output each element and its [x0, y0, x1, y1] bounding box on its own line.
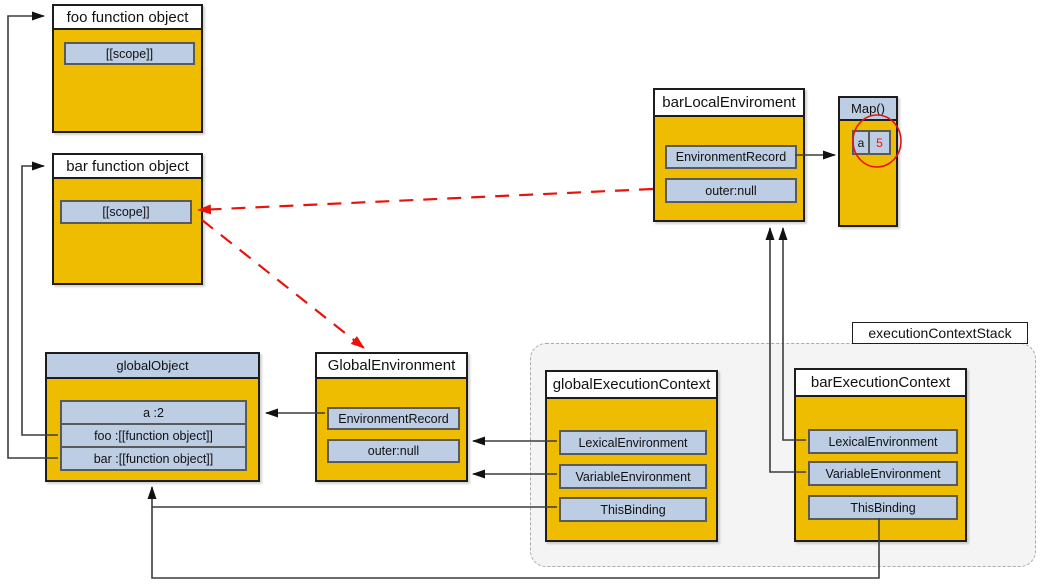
bar-scope-cell: [[scope]] [60, 200, 192, 224]
arrow-globalec-thisbinding-to-globalobject [147, 486, 557, 508]
global-ec-variable-environment-cell: VariableEnvironment [559, 464, 707, 489]
global-object-row-bar: bar :[[function object]] [60, 446, 247, 471]
global-object-rows: a :2 foo :[[function object]] bar :[[fun… [60, 400, 247, 471]
global-object-row-a: a :2 [60, 400, 247, 425]
global-environment-record-cell: EnvironmentRecord [327, 407, 460, 430]
global-execution-context-node: globalExecutionContext LexicalEnvironmen… [545, 370, 718, 542]
map-entry-key: a [852, 130, 870, 155]
execution-context-stack-label-text: executionContextStack [868, 325, 1012, 341]
bar-ec-variable-environment-cell: VariableEnvironment [808, 461, 958, 486]
map-node: Map() a 5 [838, 96, 898, 227]
global-object-title: globalObject [47, 354, 258, 379]
bar-execution-context-node: barExecutionContext LexicalEnvironment V… [794, 368, 967, 542]
map-entry-value: 5 [870, 130, 891, 155]
global-environment-node: GlobalEnvironment EnvironmentRecord oute… [315, 352, 468, 482]
bar-local-environment-node: barLocalEnviroment EnvironmentRecord out… [653, 88, 805, 222]
arrow-barlocal-outer-to-bar-scope [197, 187, 654, 215]
foo-function-object-node: foo function object [[scope]] [52, 4, 203, 133]
bar-function-object-title: bar function object [54, 155, 201, 179]
foo-function-object-title: foo function object [54, 6, 201, 30]
arrow-bar-scope-to-globalenv [201, 219, 365, 349]
global-ec-lexical-environment-cell: LexicalEnvironment [559, 430, 707, 455]
map-title: Map() [840, 98, 896, 121]
bar-local-environment-title: barLocalEnviroment [655, 90, 803, 117]
global-object-row-foo: foo :[[function object]] [60, 423, 247, 448]
global-execution-context-title: globalExecutionContext [547, 372, 716, 399]
bar-local-environment-record-cell: EnvironmentRecord [665, 145, 797, 169]
global-ec-this-binding-cell: ThisBinding [559, 497, 707, 522]
global-object-node: globalObject a :2 foo :[[function object… [45, 352, 260, 482]
global-environment-outer-cell: outer:null [327, 439, 460, 463]
bar-local-environment-outer-cell: outer:null [665, 178, 797, 203]
global-environment-title: GlobalEnvironment [317, 354, 466, 379]
execution-context-stack-label: executionContextStack [852, 322, 1028, 344]
bar-ec-lexical-environment-cell: LexicalEnvironment [808, 429, 958, 454]
bar-execution-context-title: barExecutionContext [796, 370, 965, 397]
map-entry: a 5 [852, 130, 891, 155]
bar-ec-this-binding-cell: ThisBinding [808, 495, 958, 520]
foo-scope-cell: [[scope]] [64, 42, 195, 65]
bar-function-object-node: bar function object [[scope]] [52, 153, 203, 285]
